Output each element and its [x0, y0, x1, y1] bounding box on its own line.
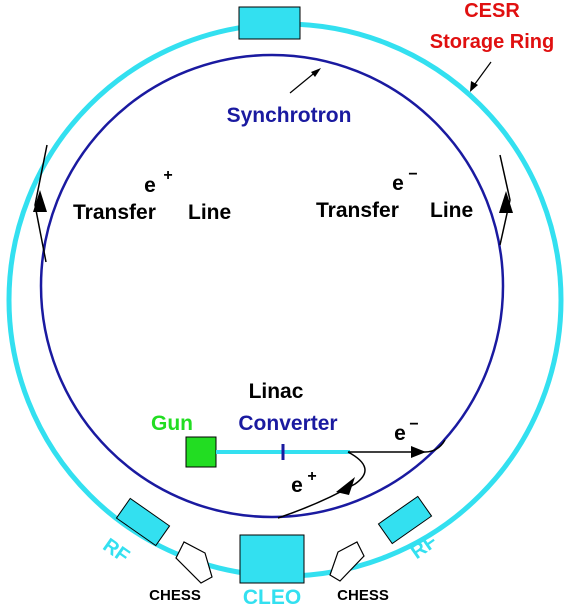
right-transfer-arrowhead	[499, 191, 513, 213]
linac-label: Linac	[249, 380, 304, 403]
chess-right-line	[329, 541, 365, 582]
transfer-line-right-word2: Line	[430, 199, 473, 222]
right-transfer-line	[499, 154, 511, 246]
e-plus-output-symbol: e	[291, 474, 303, 497]
top-ring-element	[238, 6, 301, 40]
converter-label: Converter	[238, 412, 337, 435]
synchrotron-label: Synchrotron	[227, 104, 352, 127]
left-transfer-arrowhead	[33, 190, 47, 212]
gun-label: Gun	[151, 412, 193, 435]
synchrotron-pointer-head	[311, 68, 321, 77]
cesr-pointer-head	[470, 81, 478, 92]
rf-right-label: RF	[407, 530, 441, 563]
transfer-line-left-word1: Transfer	[73, 201, 156, 224]
e-plus-output-sup: +	[307, 468, 316, 485]
chess-left-label: CHESS	[149, 587, 201, 604]
e-plus-output-path	[277, 451, 366, 519]
e-minus-right-symbol: e	[392, 172, 404, 195]
transfer-line-left-word2: Line	[188, 201, 231, 224]
e-plus-left-sup: +	[163, 167, 172, 184]
e-minus-right-sup: −	[408, 166, 417, 183]
chess-left-line	[175, 541, 213, 584]
cesr-label-line2: Storage Ring	[430, 31, 554, 53]
gun-box	[185, 436, 217, 468]
e-plus-output-arrowhead	[336, 477, 355, 495]
rf-left-box	[115, 497, 171, 547]
chess-right-label: CHESS	[337, 587, 389, 604]
e-minus-output-sup: −	[409, 416, 418, 433]
rf-right-box	[377, 495, 433, 545]
transfer-line-right-word1: Transfer	[316, 199, 399, 222]
cleo-box	[239, 534, 305, 584]
rf-left-label: RF	[99, 534, 133, 567]
cesr-label-line1: CESR	[464, 0, 520, 22]
cleo-label: CLEO	[243, 586, 301, 609]
left-transfer-line	[34, 144, 48, 263]
e-plus-left-symbol: e	[144, 174, 156, 197]
synchrotron-ring	[39, 53, 505, 519]
e-minus-output-symbol: e	[394, 422, 406, 445]
e-minus-output-arrowhead	[411, 446, 426, 458]
